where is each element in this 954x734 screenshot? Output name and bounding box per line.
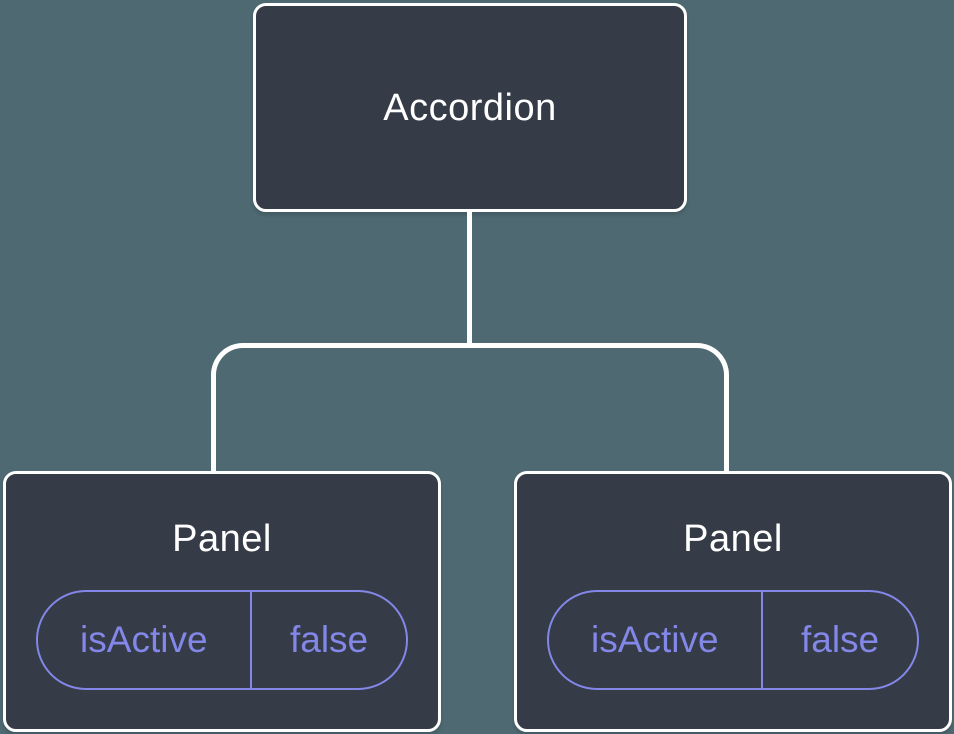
state-pill: isActive false <box>547 590 919 690</box>
connector-bracket-line <box>211 343 729 471</box>
state-value: false <box>289 619 369 660</box>
state-key: isActive <box>80 619 208 660</box>
tree-node-accordion: Accordion <box>253 3 687 212</box>
connector-stem-line <box>467 210 472 348</box>
accordion-node-label: Accordion <box>383 86 557 129</box>
tree-node-panel-left: Panel isActive false <box>3 471 441 732</box>
state-key: isActive <box>591 619 719 660</box>
pill-divider <box>249 592 253 688</box>
panel-node-label: Panel <box>172 518 272 560</box>
state-value: false <box>800 619 880 660</box>
panel-node-label: Panel <box>683 518 783 560</box>
pill-divider <box>760 592 764 688</box>
tree-node-panel-right: Panel isActive false <box>514 471 952 732</box>
state-pill: isActive false <box>36 590 408 690</box>
